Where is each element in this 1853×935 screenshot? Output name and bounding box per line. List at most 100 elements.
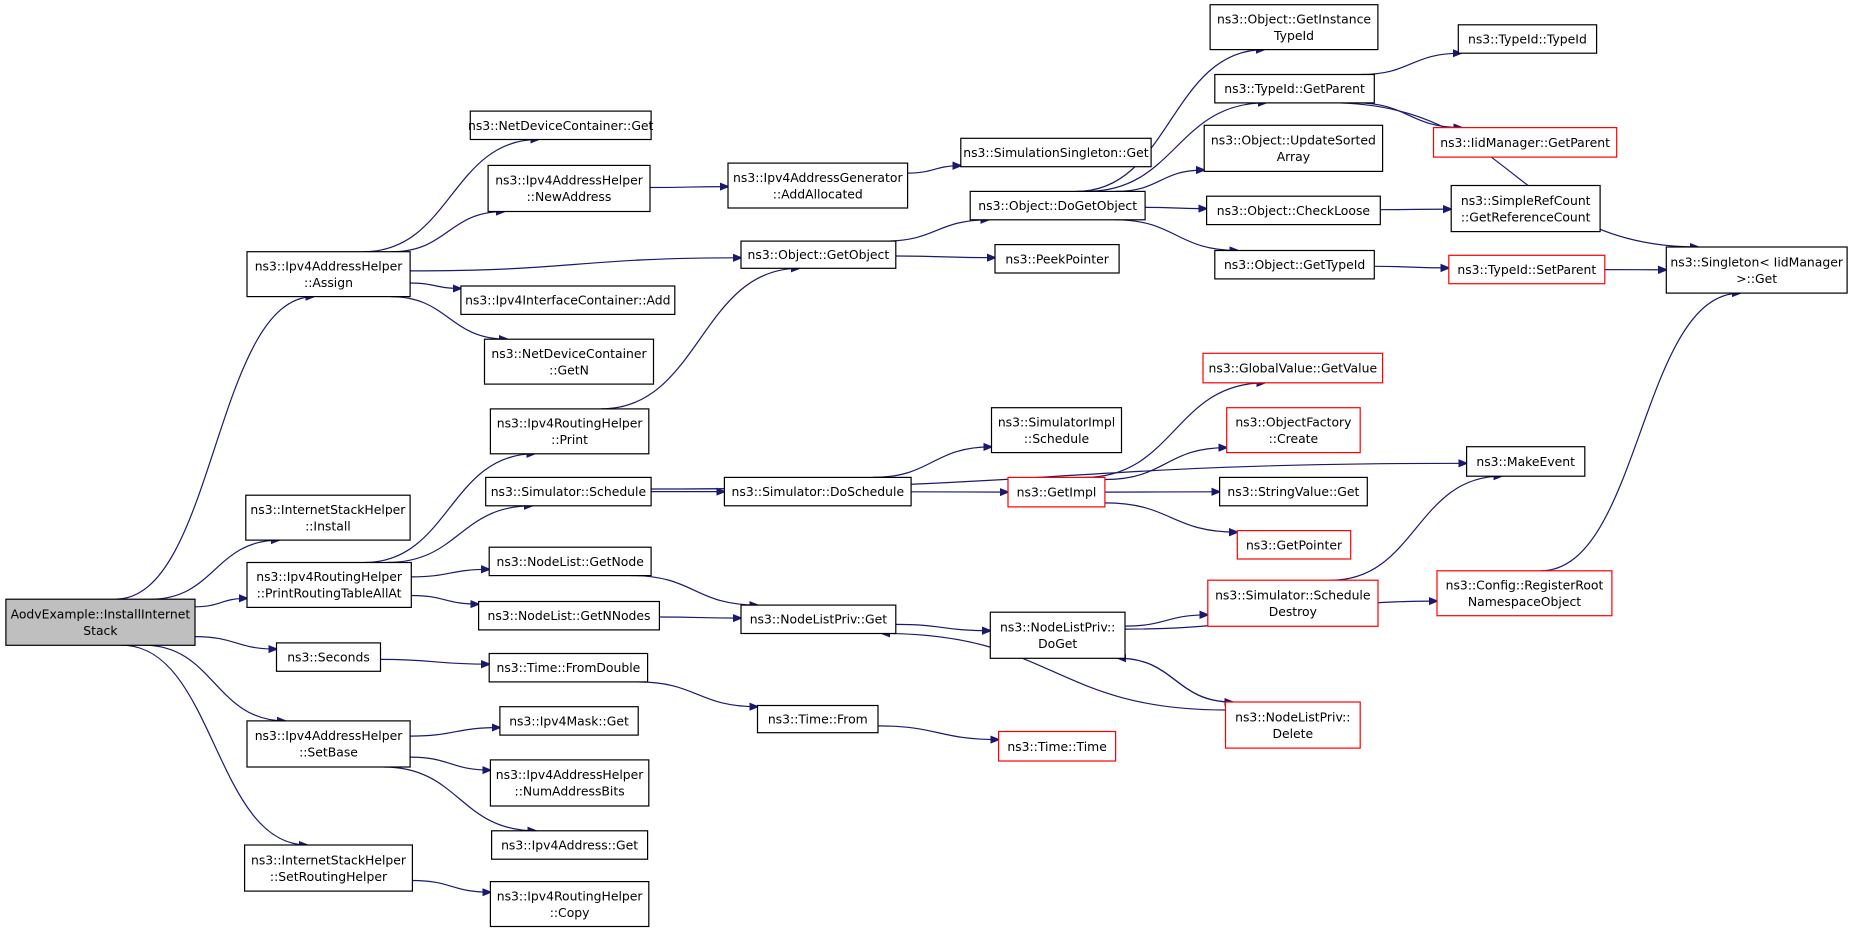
node-objectfactory_create[interactable]: ns3::ObjectFactory::Create [1226,407,1361,454]
node-box[interactable] [246,251,411,298]
node-netdevcont_getn[interactable]: ns3::NetDeviceContainer::GetN [483,338,655,385]
node-getimpl[interactable]: ns3::GetImpl [1007,476,1106,508]
node-simplerefcount[interactable]: ns3::SimpleRefCount::GetReferenceCount [1450,184,1601,233]
node-nodelist_getnode[interactable]: ns3::NodeList::GetNode [488,546,652,577]
node-ipv4mask_get[interactable]: ns3::Ipv4Mask::Get [499,706,639,736]
node-box[interactable] [997,730,1117,762]
node-typeid_getparent[interactable]: ns3::TypeId::GetParent [1214,73,1375,104]
node-box[interactable] [244,844,414,892]
node-box[interactable] [489,408,650,455]
node-box[interactable] [1436,570,1613,617]
node-box[interactable] [994,244,1120,274]
node-time_from[interactable]: ns3::Time::From [756,704,879,734]
node-box[interactable] [1218,476,1368,507]
node-getpointer[interactable]: ns3::GetPointer [1236,529,1352,560]
node-box[interactable] [1209,4,1379,51]
node-box[interactable] [1007,476,1106,508]
node-makeevent[interactable]: ns3::MakeEvent [1465,446,1586,477]
node-box[interactable] [1465,446,1586,477]
node-ipv4ah_newaddr[interactable]: ns3::Ipv4AddressHelper::NewAddress [487,164,651,213]
node-box[interactable] [1457,24,1598,54]
node-seconds[interactable]: ns3::Seconds [275,642,382,672]
node-simimpl_schedule[interactable]: ns3::SimulatorImpl::Schedule [990,407,1123,454]
node-box[interactable] [756,704,879,734]
node-box[interactable] [740,604,897,635]
node-box[interactable] [1224,701,1361,749]
node-box[interactable] [1450,184,1601,233]
node-time_time[interactable]: ns3::Time::Time [997,730,1117,762]
node-typeid_setparent[interactable]: ns3::TypeId::SetParent [1448,254,1606,285]
node-box[interactable] [960,137,1152,168]
node-box[interactable] [245,494,411,541]
node-box[interactable] [727,162,909,209]
node-object_getobject[interactable]: ns3::Object::GetObject [740,240,897,269]
node-typeid_typeid[interactable]: ns3::TypeId::TypeId [1457,24,1598,54]
node-globalvalue_getvalue[interactable]: ns3::GlobalValue::GetValue [1202,352,1384,384]
node-box[interactable] [246,561,412,609]
node-ipv4rh_print[interactable]: ns3::Ipv4RoutingHelper::Print [489,408,650,455]
node-box[interactable] [723,476,912,507]
node-box[interactable] [489,759,650,807]
node-simsingleton_get[interactable]: ns3::SimulationSingleton::Get [960,137,1152,168]
node-box[interactable] [478,600,661,631]
node-ipv4ah_numaddrbits[interactable]: ns3::Ipv4AddressHelper::NumAddressBits [489,759,650,807]
node-stringvalue_get[interactable]: ns3::StringValue::Get [1218,476,1368,507]
node-ipv4ic_add[interactable]: ns3::Ipv4InterfaceContainer::Add [460,285,676,315]
node-ipv4address_get[interactable]: ns3::Ipv4Address::Get [491,830,649,860]
node-nodelist_getnnodes[interactable]: ns3::NodeList::GetNNodes [478,600,661,631]
node-ipv4ag_addalloc[interactable]: ns3::Ipv4AddressGenerator::AddAllocated [727,162,909,209]
node-box[interactable] [246,720,411,768]
node-box[interactable] [491,830,649,860]
node-box[interactable] [1203,124,1384,173]
node-box[interactable] [1665,246,1848,294]
node-box[interactable] [499,706,639,736]
node-box[interactable] [1236,529,1352,560]
node-box[interactable] [1226,407,1361,454]
node-object_checkloose[interactable]: ns3::Object::CheckLoose [1205,195,1381,226]
node-box[interactable] [469,110,652,141]
node-box[interactable] [1207,579,1379,627]
node-box[interactable] [489,880,650,928]
node-box[interactable] [460,285,676,315]
node-ipv4rh_copy[interactable]: ns3::Ipv4RoutingHelper::Copy [489,880,650,928]
node-box[interactable] [1448,254,1606,285]
node-ipv4ah_assign[interactable]: ns3::Ipv4AddressHelper::Assign [246,251,411,298]
node-box[interactable] [969,190,1146,221]
node-box[interactable] [487,164,651,213]
node-box[interactable] [990,407,1123,454]
node-nodelistpriv_doget[interactable]: ns3::NodeListPriv::DoGet [989,611,1126,659]
node-box[interactable] [1205,195,1381,226]
node-box[interactable] [485,476,652,507]
node-box[interactable] [488,546,652,577]
node-ish_install[interactable]: ns3::InternetStackHelper::Install [245,494,411,541]
node-ish_setroutinghelper[interactable]: ns3::InternetStackHelper::SetRoutingHelp… [244,844,414,892]
node-box[interactable] [1214,73,1375,104]
node-nodelistpriv_get[interactable]: ns3::NodeListPriv::Get [740,604,897,635]
node-box[interactable] [483,338,655,385]
node-nodelistpriv_delete[interactable]: ns3::NodeListPriv::Delete [1224,701,1361,749]
node-time_fromdouble[interactable]: ns3::Time::FromDouble [488,652,649,683]
node-singleton_get[interactable]: ns3::Singleton< IidManager>::Get [1665,246,1848,294]
node-netdevcont_get[interactable]: ns3::NetDeviceContainer::Get [468,110,654,141]
node-box[interactable] [1432,126,1618,158]
node-ipv4ah_setbase[interactable]: ns3::Ipv4AddressHelper::SetBase [246,720,411,768]
node-peekpointer[interactable]: ns3::PeekPointer [994,244,1120,274]
node-object_gettypeid[interactable]: ns3::Object::GetTypeId [1214,249,1375,280]
node-ipv4rh_printrt[interactable]: ns3::Ipv4RoutingHelper::PrintRoutingTabl… [246,561,412,609]
node-box[interactable] [488,652,649,683]
node-box[interactable] [740,240,897,269]
node-box[interactable] [275,642,382,672]
node-object_dogetobject[interactable]: ns3::Object::DoGetObject [969,190,1146,221]
node-simulator_schedule[interactable]: ns3::Simulator::Schedule [485,476,652,507]
node-box[interactable] [989,611,1126,659]
node-iidmanager_getparent[interactable]: ns3::IidManager::GetParent [1432,126,1618,158]
node-simulator_doschedule[interactable]: ns3::Simulator::DoSchedule [723,476,912,507]
node-box[interactable] [1202,352,1384,384]
node-box[interactable] [1214,249,1375,280]
node-box[interactable] [5,598,196,646]
